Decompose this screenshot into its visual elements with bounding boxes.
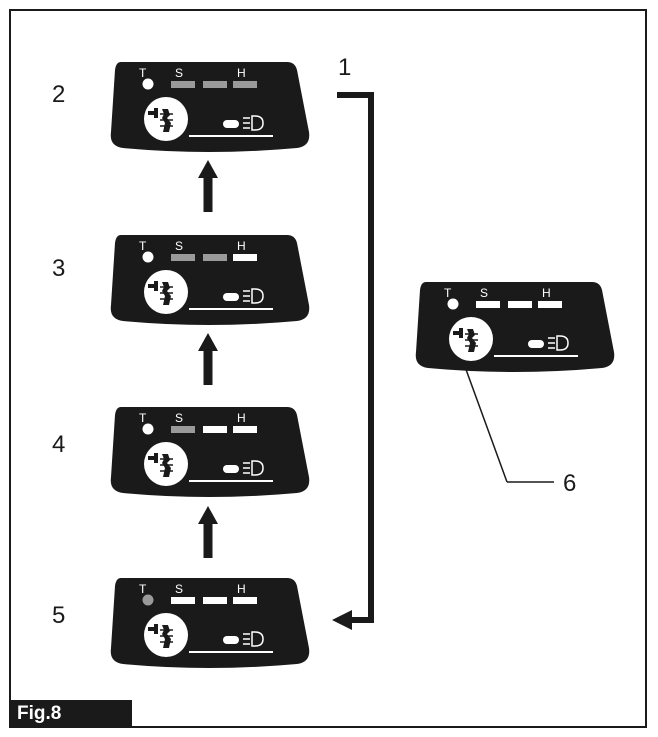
indicator-bar-3 xyxy=(233,81,257,88)
indicator-bar-1 xyxy=(171,81,195,88)
drill-mode-icon xyxy=(148,624,173,648)
leader-line-6 xyxy=(463,363,508,483)
indicator-lamp-t xyxy=(142,78,154,90)
indicator-lamp-t xyxy=(142,251,154,263)
label-t: T xyxy=(139,582,147,596)
up-arrow-5-to-4 xyxy=(198,506,218,558)
drill-mode-icon xyxy=(148,108,173,132)
indicator-bar-1 xyxy=(171,426,195,433)
label-t: T xyxy=(139,411,147,425)
indicator-bar-3 xyxy=(233,597,257,604)
callout-3: 3 xyxy=(52,255,66,282)
callout-6: 6 xyxy=(563,470,577,497)
up-arrow-3-to-2 xyxy=(198,160,218,212)
label-h: H xyxy=(237,582,246,596)
drill-mode-icon xyxy=(453,328,478,352)
indicator-bar-2 xyxy=(203,426,227,433)
return-arrow xyxy=(332,92,374,630)
indicator-bar-2 xyxy=(203,597,227,604)
drill-mode-icon xyxy=(148,281,173,305)
label-h: H xyxy=(237,411,246,425)
indicator-bar-1 xyxy=(476,301,500,308)
flow-arrows xyxy=(198,160,218,558)
label-s: S xyxy=(175,239,183,253)
figure-label: Fig.8 xyxy=(9,700,132,728)
indicator-bar-2 xyxy=(508,301,532,308)
mode-button xyxy=(144,613,188,657)
figure-frame xyxy=(9,9,647,728)
label-t: T xyxy=(139,239,147,253)
indicator-lamp-t xyxy=(447,298,459,310)
indicator-bar-2 xyxy=(203,81,227,88)
mode-button xyxy=(144,442,188,486)
indicator-lamp-t xyxy=(142,423,154,435)
label-s: S xyxy=(175,66,183,80)
up-arrow-4-to-3 xyxy=(198,333,218,385)
mode-button xyxy=(144,97,188,141)
label-h: H xyxy=(237,66,246,80)
light-icon xyxy=(528,335,569,351)
mode-button xyxy=(144,270,188,314)
label-t: T xyxy=(139,66,147,80)
callout-4: 4 xyxy=(52,431,66,458)
light-icon xyxy=(223,631,264,647)
label-h: H xyxy=(542,286,551,300)
callout-5: 5 xyxy=(52,602,66,629)
indicator-bar-1 xyxy=(171,254,195,261)
light-icon xyxy=(223,288,264,304)
mode-button xyxy=(449,317,493,361)
indicator-bar-3 xyxy=(233,254,257,261)
drill-mode-icon xyxy=(148,453,173,477)
indicator-bar-3 xyxy=(233,426,257,433)
light-icon xyxy=(223,115,264,131)
callout-2: 2 xyxy=(52,81,66,108)
indicator-lamp-t xyxy=(142,594,154,606)
label-s: S xyxy=(480,286,488,300)
indicator-bar-2 xyxy=(203,254,227,261)
indicator-bar-3 xyxy=(538,301,562,308)
label-s: S xyxy=(175,411,183,425)
label-t: T xyxy=(444,286,452,300)
light-icon xyxy=(223,460,264,476)
label-h: H xyxy=(237,239,246,253)
label-s: S xyxy=(175,582,183,596)
indicator-bar-1 xyxy=(171,597,195,604)
callout-1: 1 xyxy=(338,54,352,81)
